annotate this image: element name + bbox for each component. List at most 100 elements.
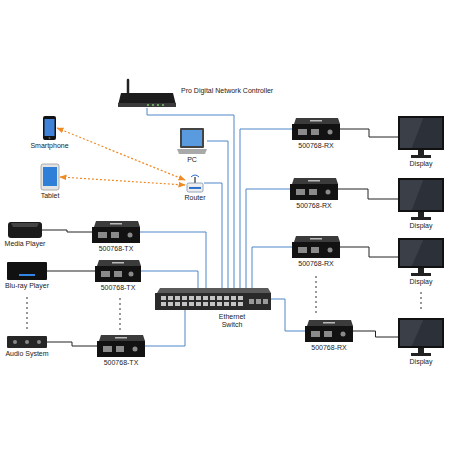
laptop-base	[177, 149, 207, 154]
switch-port	[182, 296, 187, 300]
device-label: Router	[183, 194, 206, 202]
port	[298, 129, 307, 135]
device-label: Audio System	[4, 350, 49, 358]
device-label: Display	[409, 222, 434, 230]
switch-top	[157, 288, 271, 293]
cable	[252, 247, 292, 288]
antenna	[194, 177, 196, 183]
port	[298, 247, 307, 253]
laptop-screen	[182, 130, 202, 146]
audio-system-icon: Audio System	[7, 336, 47, 348]
port	[103, 346, 112, 352]
port	[328, 130, 333, 135]
box-logo	[110, 223, 122, 225]
device-label: 500768-RX	[295, 202, 332, 210]
controller-device: Pro Digital Network Controller	[118, 80, 176, 108]
port	[311, 331, 320, 337]
continuation-dots	[315, 276, 316, 314]
device-illustration	[305, 320, 353, 342]
box-top	[294, 236, 340, 242]
box-top	[294, 118, 340, 124]
cable	[353, 331, 398, 337]
display-bezel	[398, 318, 444, 348]
display-neck	[418, 150, 424, 155]
status-light	[147, 104, 149, 106]
display-screen	[400, 118, 442, 148]
display-screen	[400, 320, 442, 346]
cable	[141, 271, 198, 288]
screen-glare	[400, 118, 423, 148]
box-top	[292, 178, 338, 184]
device-label: Tablet	[40, 192, 61, 200]
switch-port	[238, 296, 243, 300]
phone-body	[43, 116, 56, 140]
uplink-port	[249, 299, 254, 304]
device-illustration	[92, 221, 140, 243]
wireless-link	[57, 128, 185, 180]
antenna	[127, 80, 130, 94]
cable	[246, 189, 290, 288]
cable	[271, 299, 305, 331]
signal-arc	[191, 175, 199, 177]
wireless-link	[60, 177, 185, 185]
continuation-dots	[119, 298, 120, 330]
audio-knob	[37, 340, 41, 344]
box-logo	[112, 262, 124, 264]
switch-port	[161, 296, 166, 300]
display-foot	[411, 155, 431, 158]
switch-port	[189, 302, 194, 306]
box-front	[305, 326, 353, 342]
switch-port	[224, 296, 229, 300]
box-front	[290, 184, 338, 200]
switch-port	[231, 296, 236, 300]
port	[328, 248, 333, 253]
player-body	[7, 262, 47, 280]
cable	[340, 129, 398, 137]
ethernet-switch: Ethernet Switch	[155, 288, 271, 310]
router-stripe	[189, 187, 201, 189]
transmitter-box: 500768-TX	[97, 335, 145, 357]
device-label: 500768-RX	[310, 344, 347, 352]
uplink-port	[263, 299, 268, 304]
port	[296, 189, 305, 195]
device-illustration	[8, 222, 42, 238]
port	[326, 190, 331, 195]
screen-glare	[400, 240, 423, 266]
port	[341, 332, 346, 337]
audio-knob	[13, 340, 17, 344]
tablet-icon: Tablet	[41, 164, 59, 190]
status-light	[162, 104, 164, 106]
switch-port	[217, 302, 222, 306]
device-illustration	[398, 116, 444, 158]
device-front	[118, 103, 176, 107]
display-bezel	[398, 178, 444, 212]
device-illustration	[292, 236, 340, 258]
cable	[240, 129, 292, 288]
continuation-dots	[420, 292, 421, 312]
receiver-box: 500768-RX	[305, 320, 353, 342]
tablet-body	[41, 164, 59, 190]
box-front	[292, 242, 340, 258]
port	[111, 232, 119, 238]
box-top	[94, 221, 140, 227]
port	[309, 189, 317, 195]
device-illustration	[7, 336, 47, 348]
cable	[204, 183, 222, 288]
display-icon: Display	[398, 116, 444, 158]
receiver-box: 500768-RX	[290, 178, 338, 200]
switch-port	[182, 302, 187, 306]
switch-port	[175, 302, 180, 306]
pc-icon: PC	[177, 128, 207, 154]
port	[98, 232, 107, 238]
box-logo	[310, 238, 322, 240]
port	[129, 272, 134, 277]
switch-front	[155, 293, 271, 310]
cable	[338, 189, 398, 199]
device-illustration	[155, 288, 271, 310]
switch-port	[238, 302, 243, 306]
switch-port	[168, 302, 173, 306]
status-light	[157, 104, 159, 106]
uplink-port	[256, 299, 261, 304]
device-illustration	[177, 128, 207, 154]
